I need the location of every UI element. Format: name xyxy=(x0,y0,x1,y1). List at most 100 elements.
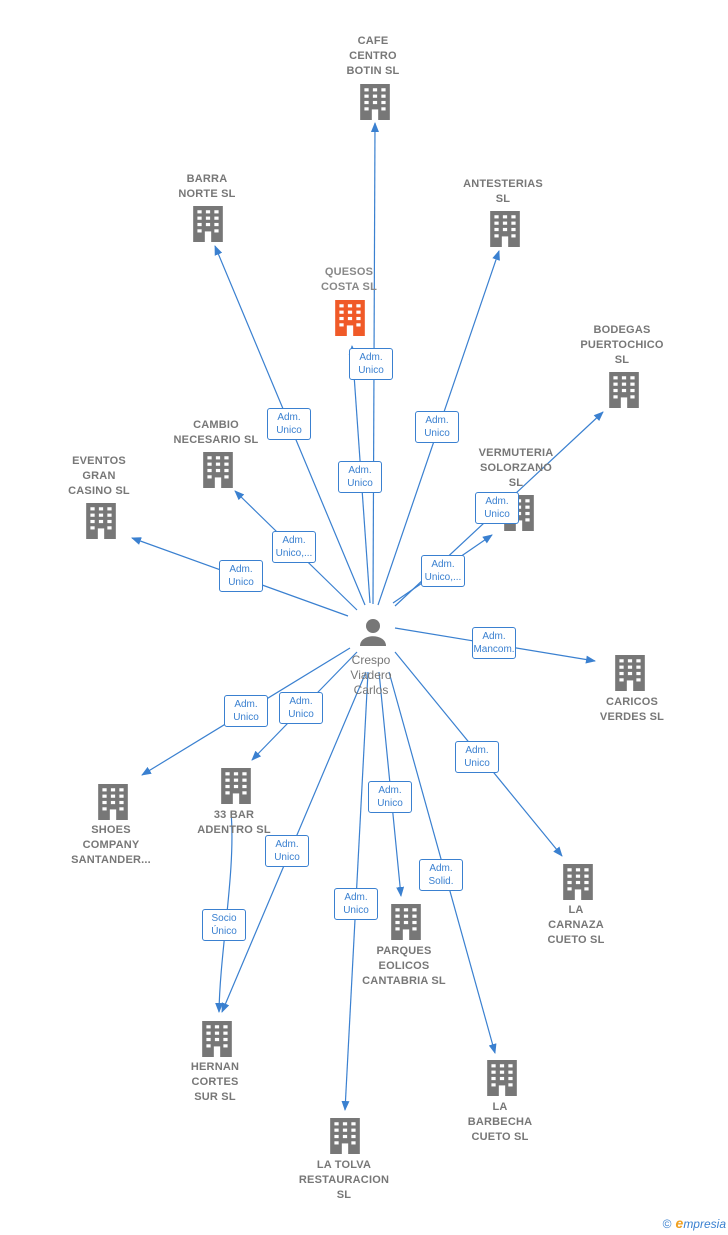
company-label-line: NECESARIO SL xyxy=(173,434,259,446)
company-label-line: EOLICOS xyxy=(378,960,430,972)
edge-label-line: Adm. xyxy=(485,496,509,507)
company-label-line: CUETO SL xyxy=(547,934,605,946)
edge-label-line: Unico xyxy=(464,758,490,769)
company-label-line: CENTRO xyxy=(349,50,397,62)
person-name-line: Viadero xyxy=(350,668,392,682)
edge-label-line: Adm. xyxy=(289,696,313,707)
company-label-vermuteria-solorzano[interactable]: VERMUTERIA SOLORZANO SL xyxy=(479,446,554,491)
building-icon-la-carnaza-cueto[interactable] xyxy=(563,864,593,900)
brand-initial: e xyxy=(675,1215,684,1231)
building-icon-la-barbecha-cueto[interactable] xyxy=(487,1060,517,1096)
building-icon-cambio-necesario[interactable] xyxy=(203,452,233,488)
edge-label-line: Adm. xyxy=(229,564,253,575)
edge-label-line: Adm. xyxy=(425,415,449,426)
building-icon-shoes-company[interactable] xyxy=(98,784,128,820)
edge-label-line: Adm. xyxy=(348,465,372,476)
edge-label-parques-eolicos[interactable]: Adm.Unico xyxy=(368,781,412,813)
company-label-line: LA xyxy=(568,904,584,916)
company-label-line: BOTIN SL xyxy=(346,65,400,77)
edge-label-line: Adm. xyxy=(378,785,402,796)
edge-label-cafe-centro-botin[interactable]: Adm. Unico xyxy=(338,461,382,493)
company-label-33-bar-adentro[interactable]: 33 BAR ADENTRO SL xyxy=(197,808,271,838)
edge-label-hernan-cortes-sur[interactable]: Adm. Unico xyxy=(265,835,309,867)
edge-label-line: Unico xyxy=(233,712,259,723)
person-icon[interactable] xyxy=(360,619,386,646)
edge-label-la-carnaza-cueto[interactable]: Adm. Unico xyxy=(455,741,499,773)
company-label-line: SHOES xyxy=(91,824,131,836)
edge-label-33-bar-adentro[interactable]: Adm.Unico xyxy=(279,692,323,724)
company-label-line: SOLORZANO xyxy=(479,462,553,474)
edge-label-line: Mancom. xyxy=(473,644,515,655)
edge-label-line: Unico xyxy=(343,905,369,916)
edge-label-bodegas-puertochico[interactable]: Adm.Unico xyxy=(475,492,519,524)
building-icon-cafe-centro-botin[interactable] xyxy=(360,84,390,120)
building-icon-caricos-verdes[interactable] xyxy=(615,655,645,691)
building-icon-parques-eolicos[interactable] xyxy=(391,904,421,940)
company-label-line: 33 BAR xyxy=(213,809,255,821)
edge-label-line: Unico xyxy=(347,478,373,489)
company-label-line: VERMUTERIA xyxy=(478,447,554,459)
building-icon-eventos-gran-casino[interactable] xyxy=(86,503,116,539)
company-label-line: BODEGAS xyxy=(593,324,651,336)
edge-label-line: Adm. xyxy=(465,745,489,756)
company-label-line: ADENTRO SL xyxy=(197,824,271,836)
company-label-line: PUERTOCHICO xyxy=(580,339,664,351)
edge-label-line: Adm. xyxy=(234,699,258,710)
edge-label-vermuteria-solorzano[interactable]: Adm. Unico,... xyxy=(421,555,465,587)
building-icon-hernan-cortes-sur[interactable] xyxy=(202,1021,232,1057)
edge-label-line: Adm. xyxy=(282,535,306,546)
building-icon-quesos-costa[interactable] xyxy=(335,300,365,336)
edge-label-eventos-gran-casino[interactable]: Adm.Unico xyxy=(219,560,263,592)
edge-label-cambio-necesario[interactable]: Adm.Unico,... xyxy=(272,531,316,563)
company-label-line: CAFE xyxy=(357,35,389,47)
company-label-line: SL xyxy=(508,477,524,489)
company-label-line: BARRA xyxy=(186,173,228,185)
edge-label-la-barbecha-cueto[interactable]: Adm.Solid. xyxy=(419,859,463,891)
building-icon-33-bar-adentro[interactable] xyxy=(221,768,251,804)
company-label-line: PARQUES xyxy=(376,945,432,957)
edge-label-line: Adm. xyxy=(359,352,383,363)
edge-label-quesos-costa[interactable]: Adm.Unico xyxy=(349,348,393,380)
edge-label-line: Adm. xyxy=(482,631,506,642)
company-label-line: SL xyxy=(495,193,511,205)
person-name-line: Crespo xyxy=(351,653,391,667)
edge-label-barra-norte[interactable]: Adm.Unico xyxy=(267,408,311,440)
building-icon-la-tolva-restauracion[interactable] xyxy=(330,1118,360,1154)
edge-label-line: Unico,... xyxy=(424,572,462,583)
building-icon-antesterias[interactable] xyxy=(490,211,520,247)
building-icon-bodegas-puertochico[interactable] xyxy=(609,372,639,408)
edge-label-la-tolva-restauracion[interactable]: Adm.Unico xyxy=(334,888,378,920)
edge-label-line: Adm. xyxy=(277,412,301,423)
edge-label-line: Adm. xyxy=(275,839,299,850)
person-name-line: Carlos xyxy=(353,683,389,697)
company-label-line: SANTANDER... xyxy=(71,854,151,866)
company-label-line: CANTABRIA SL xyxy=(362,975,446,987)
edge-label-caricos-verdes[interactable]: Adm. Mancom. xyxy=(472,627,516,659)
edge-label-antesterias[interactable]: Adm. Unico xyxy=(415,411,459,443)
edge-label-line: Unico xyxy=(274,852,300,863)
building-icon-barra-norte[interactable] xyxy=(193,206,223,242)
edge-label-line: Adm. xyxy=(431,559,455,570)
edge-label-shoes-company[interactable]: Adm. Unico xyxy=(224,695,268,727)
edge-label-line: Solid. xyxy=(428,876,454,887)
company-label-cafe-centro-botin[interactable]: CAFE CENTRO BOTIN SL xyxy=(347,34,400,79)
company-label-line: CUETO SL xyxy=(471,1131,529,1143)
company-label-parques-eolicos[interactable]: PARQUES EOLICOS CANTABRIA SL xyxy=(362,944,446,989)
edge-label-line: Unico xyxy=(424,428,450,439)
brand-logo: ©empresia xyxy=(663,1215,726,1231)
